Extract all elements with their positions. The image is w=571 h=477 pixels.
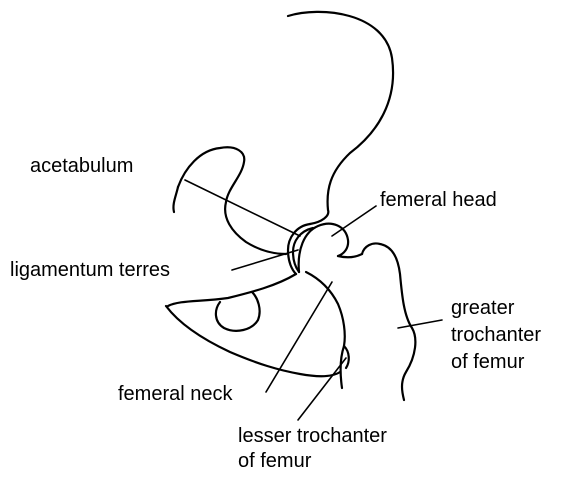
greater-trochanter-outline [362,243,415,400]
label-femoral-neck: femeral neck [118,383,233,405]
pelvic-notch-outline [173,187,178,212]
label-femoral-head: femeral head [380,189,497,211]
label-greater-trochanter-line-3: of femur [451,351,525,373]
label-lesser-trochanter-line-2: of femur [238,450,312,472]
lesser-trochanter-leader [298,358,346,420]
label-lesser-trochanter-line-1: lesser trochanter [238,425,387,447]
iliac-crest-left-outline [178,147,286,254]
greater-trochanter-leader [398,320,442,328]
femoral-neck-lower-outline [306,272,345,346]
femoral-head-leader [332,206,376,236]
label-greater-trochanter-line-2: trochanter [451,324,541,346]
label-acetabulum: acetabulum [30,155,133,177]
lesser-trochanter-bump [344,346,349,368]
label-lesser-trochanter: lesser trochanter of femur [238,425,393,472]
ischium-outline [166,306,340,376]
label-greater-trochanter-line-1: greater [451,297,515,319]
acetabulum-leader [185,180,300,236]
label-greater-trochanter: greater trochanter of femur [451,297,547,373]
label-ligamentum-teres: ligamentum terres [10,259,170,281]
ilium-outline [288,12,393,224]
femoral-shaft-medial-outline [341,346,344,388]
pubis-outline [168,274,296,306]
